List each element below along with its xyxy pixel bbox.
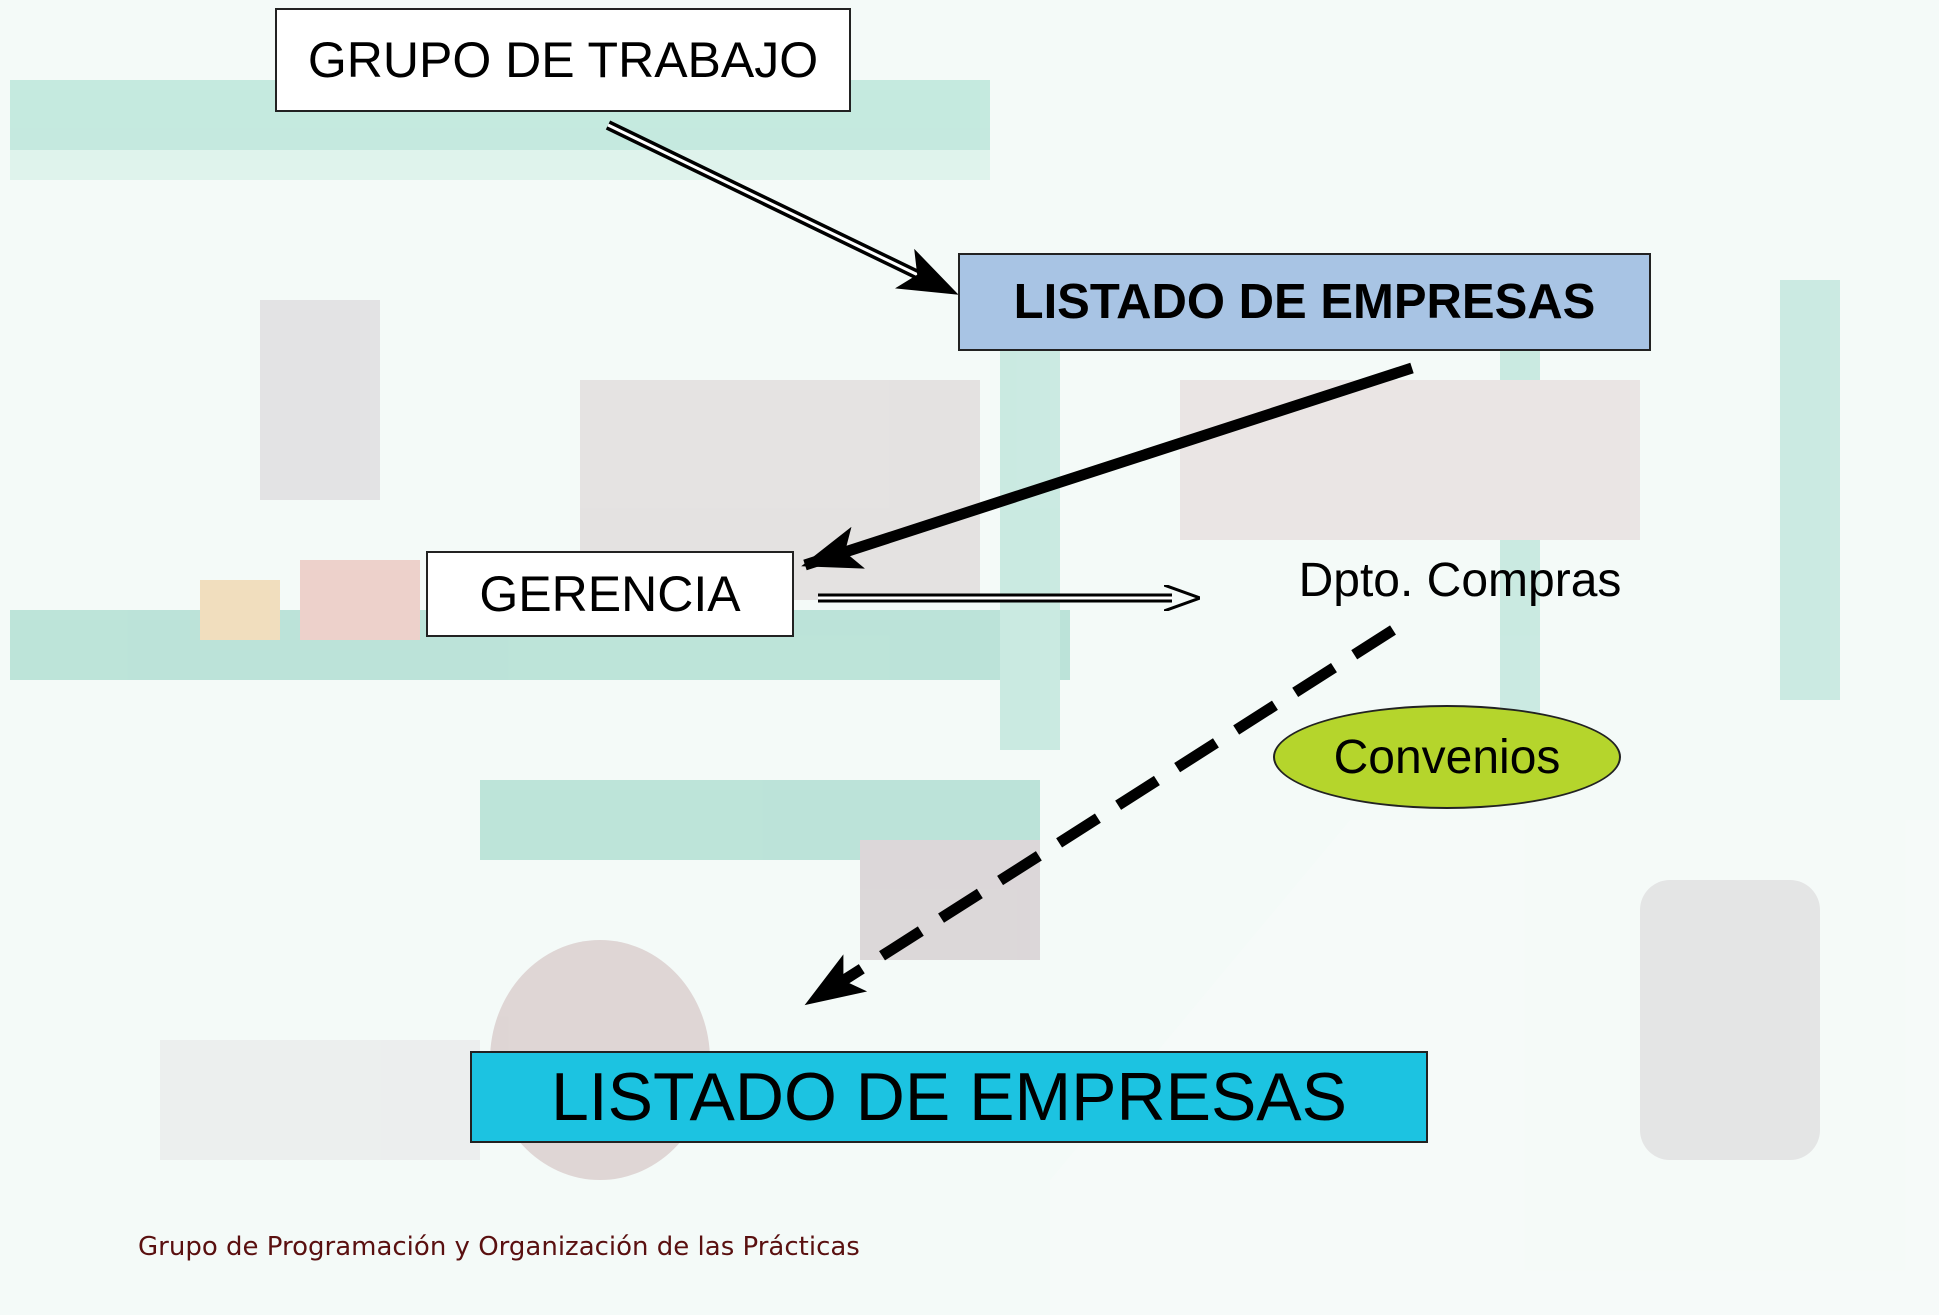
node-grupo-de-trabajo: GRUPO DE TRABAJO (275, 8, 851, 112)
node-grupo-de-trabajo-label: GRUPO DE TRABAJO (307, 32, 819, 88)
node-dpto-compras-label: Dpto. Compras (1298, 553, 1622, 607)
node-convenios: Convenios (1273, 705, 1621, 809)
node-listado-empresas-top-label: LISTADO DE EMPRESAS (1013, 275, 1596, 329)
node-listado-empresas-bottom-label: LISTADO DE EMPRESAS (550, 1059, 1348, 1135)
node-gerencia-label: GERENCIA (479, 566, 741, 622)
node-listado-empresas-top: LISTADO DE EMPRESAS (958, 253, 1651, 351)
footer-caption: Grupo de Programación y Organización de … (138, 1232, 860, 1262)
node-dpto-compras: Dpto. Compras (1270, 548, 1650, 612)
arrow-compras-to-listado (804, 625, 1396, 1008)
node-convenios-label: Convenios (1333, 730, 1561, 784)
arrow-listado-to-gerencia (801, 362, 1414, 571)
node-gerencia: GERENCIA (426, 551, 794, 637)
node-listado-empresas-bottom: LISTADO DE EMPRESAS (470, 1051, 1428, 1143)
arrow-grupo-to-listado (605, 120, 959, 295)
